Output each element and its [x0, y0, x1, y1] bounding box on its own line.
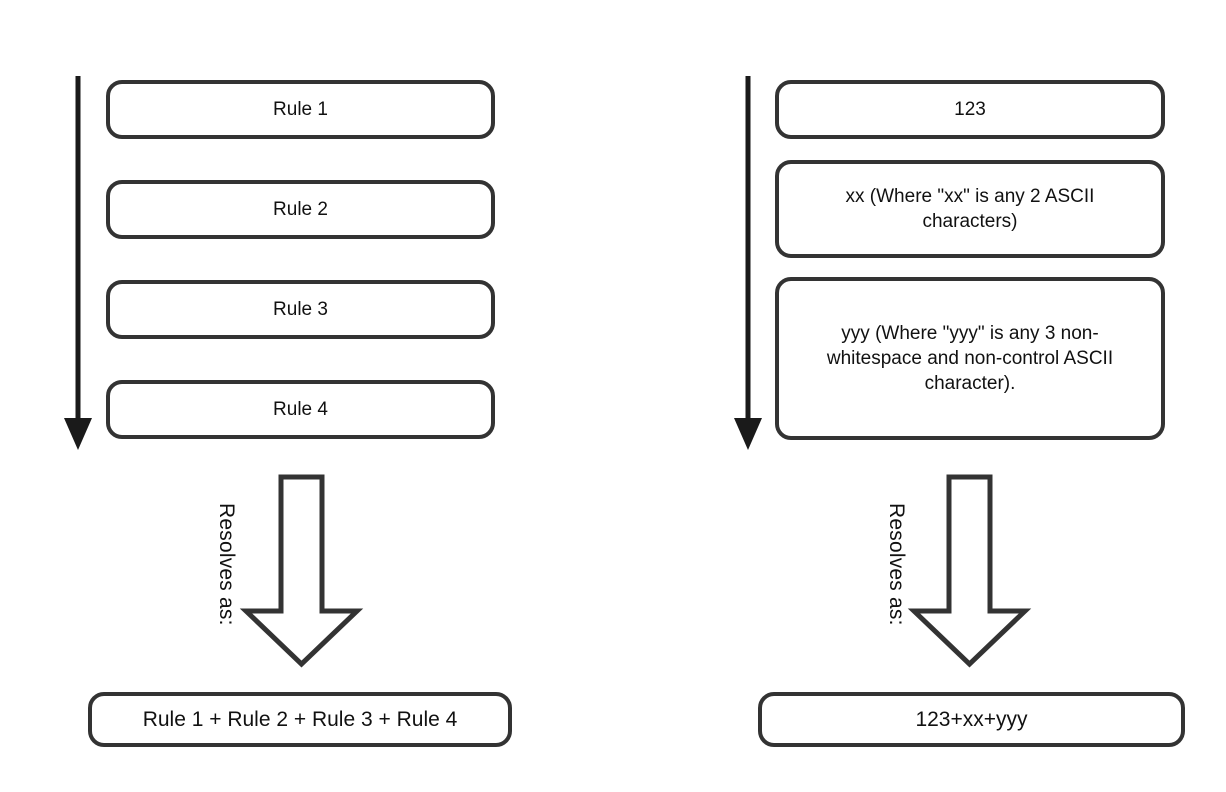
- sequence-flow-arrow-right: [734, 76, 762, 450]
- rule-box-label: Rule 1: [273, 98, 328, 120]
- resolves-as-label: Resolves as:: [885, 503, 908, 626]
- resolves-as-label: Resolves as:: [215, 503, 238, 626]
- rule-box[interactable]: Rule 2: [106, 180, 495, 239]
- rule-box[interactable]: Rule 4: [106, 380, 495, 439]
- resolves-block-arrow-right: [907, 474, 1032, 668]
- result-box-label: Rule 1 + Rule 2 + Rule 3 + Rule 4: [142, 707, 458, 731]
- resolves-block-arrow-left: [239, 474, 364, 668]
- rule-box-label: Rule 2: [273, 198, 328, 220]
- rule-box[interactable]: 123: [775, 80, 1165, 139]
- rule-box-label: 123: [954, 98, 986, 120]
- rule-box[interactable]: xx (Where "xx" is any 2 ASCII characters…: [775, 160, 1165, 258]
- result-box[interactable]: Rule 1 + Rule 2 + Rule 3 + Rule 4: [88, 692, 512, 747]
- rule-box-label: Rule 3: [273, 298, 328, 320]
- rule-box[interactable]: Rule 3: [106, 280, 495, 339]
- sequence-flow-arrow-left: [64, 76, 92, 450]
- rule-box[interactable]: yyy (Where "yyy" is any 3 non-whitespace…: [775, 277, 1165, 440]
- rule-box-label: yyy (Where "yyy" is any 3 non-whitespace…: [826, 322, 1114, 395]
- rule-box-label: xx (Where "xx" is any 2 ASCII characters…: [845, 185, 1095, 232]
- rule-box[interactable]: Rule 1: [106, 80, 495, 139]
- rule-box-label: Rule 4: [273, 398, 328, 420]
- result-box-label: 123+xx+yyy: [915, 707, 1028, 731]
- result-box[interactable]: 123+xx+yyy: [758, 692, 1185, 747]
